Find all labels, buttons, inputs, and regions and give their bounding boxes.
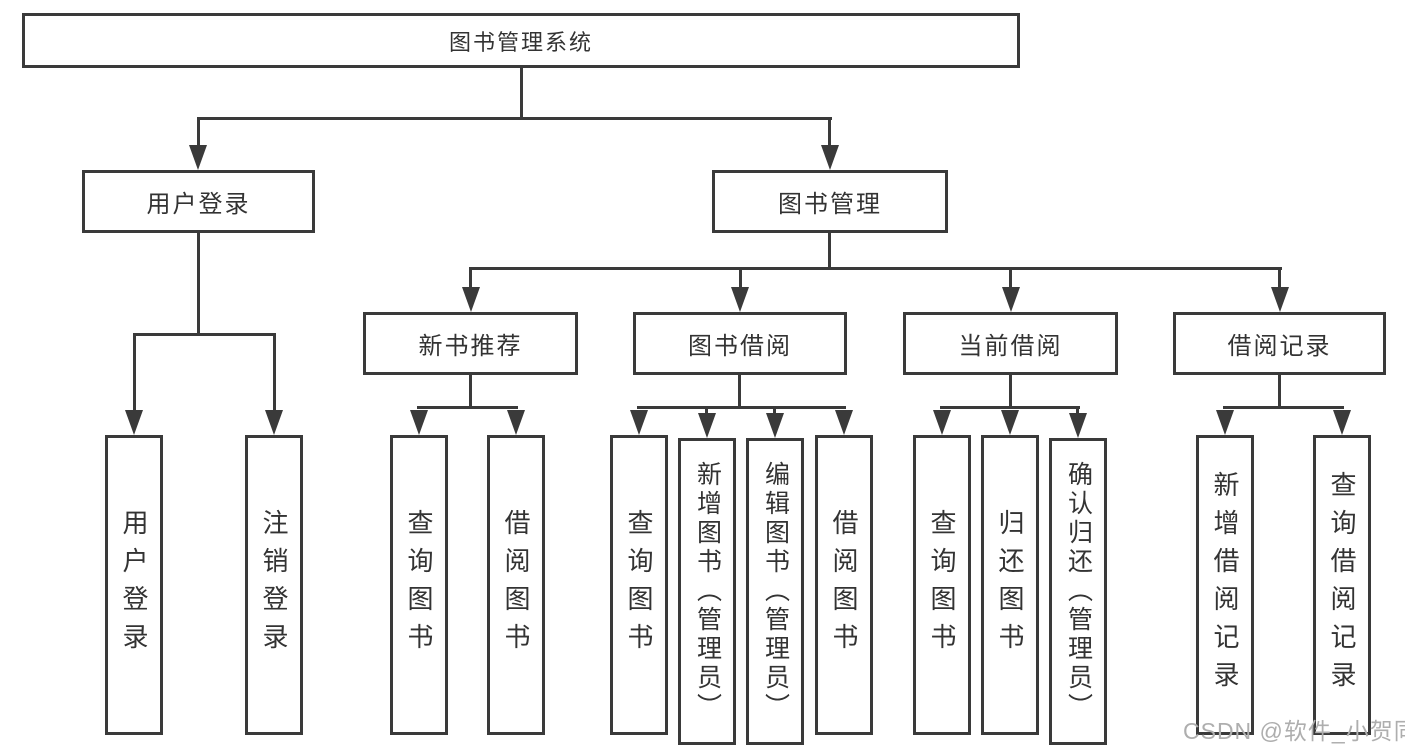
- node-label: 用户登录: [119, 509, 149, 661]
- connector-line: [828, 117, 831, 147]
- connector-line: [940, 406, 1080, 409]
- node-label: 新增借阅记录: [1210, 471, 1240, 699]
- connector-line: [1076, 406, 1079, 416]
- node-label: 借阅图书: [501, 509, 531, 661]
- node-user-login: 用户登录: [82, 170, 315, 233]
- arrow-down-icon: [821, 145, 839, 170]
- leaf-query-borrow-record: 查询借阅记录: [1313, 435, 1371, 735]
- node-label: 图书管理系统: [448, 29, 593, 55]
- connector-line: [469, 267, 1282, 270]
- connector-line: [1278, 373, 1281, 409]
- node-label: 查询图书: [927, 509, 957, 661]
- node-label: 查询图书: [404, 509, 434, 661]
- node-label: 确认归还（管理员）: [1064, 461, 1093, 722]
- connector-line: [828, 231, 831, 270]
- leaf-return-books: 归还图书: [981, 435, 1039, 735]
- node-label: 编辑图书（管理员）: [761, 461, 790, 722]
- node-label: 图书借阅: [688, 333, 792, 360]
- arrow-down-icon: [1333, 410, 1351, 435]
- node-book-management: 图书管理: [712, 170, 948, 233]
- node-label: 当前借阅: [958, 333, 1063, 360]
- arrow-down-icon: [462, 287, 480, 312]
- node-label: 新书推荐: [418, 333, 523, 360]
- leaf-borrow-books-borrowing: 借阅图书: [815, 435, 873, 735]
- connector-line: [197, 117, 200, 147]
- leaf-add-books-admin: 新增图书（管理员）: [678, 438, 736, 745]
- leaf-user-login: 用户登录: [105, 435, 163, 735]
- connector-line: [520, 66, 523, 119]
- connector-line: [739, 267, 742, 290]
- node-borrow-records: 借阅记录: [1173, 312, 1386, 375]
- arrow-down-icon: [698, 413, 716, 438]
- connector-line: [1009, 373, 1012, 409]
- connector-line: [1278, 267, 1281, 290]
- connector-line: [705, 406, 708, 416]
- connector-line: [637, 406, 846, 409]
- connector-line: [773, 406, 776, 416]
- node-label: 图书管理: [778, 191, 882, 218]
- node-label: 注销登录: [259, 509, 289, 661]
- arrow-down-icon: [630, 410, 648, 435]
- connector-line: [469, 373, 472, 409]
- connector-line: [1009, 267, 1012, 290]
- leaf-query-books-borrowing: 查询图书: [610, 435, 668, 735]
- connector-line: [133, 333, 136, 412]
- leaf-add-borrow-record: 新增借阅记录: [1196, 435, 1254, 735]
- arrow-down-icon: [265, 410, 283, 435]
- node-label: 查询图书: [624, 509, 654, 661]
- arrow-down-icon: [1271, 287, 1289, 312]
- arrow-down-icon: [189, 145, 207, 170]
- leaf-query-books-current: 查询图书: [913, 435, 971, 735]
- connector-line: [469, 267, 472, 290]
- node-current-borrowing: 当前借阅: [903, 312, 1118, 375]
- connector-line: [1223, 406, 1344, 409]
- arrow-down-icon: [1069, 413, 1087, 438]
- leaf-confirm-return-admin: 确认归还（管理员）: [1049, 438, 1107, 745]
- leaf-edit-books-admin: 编辑图书（管理员）: [746, 438, 804, 745]
- arrow-down-icon: [933, 410, 951, 435]
- arrow-down-icon: [766, 413, 784, 438]
- node-label: 借阅图书: [829, 509, 859, 661]
- node-label: 借阅记录: [1227, 333, 1332, 360]
- connector-line: [197, 231, 200, 336]
- arrow-down-icon: [1216, 410, 1234, 435]
- connector-line: [197, 117, 832, 120]
- node-label: 归还图书: [995, 509, 1025, 661]
- connector-line: [738, 373, 741, 409]
- arrow-down-icon: [1001, 410, 1019, 435]
- node-label: 用户登录: [146, 191, 251, 218]
- node-label: 新增图书（管理员）: [693, 461, 722, 722]
- node-root-system: 图书管理系统: [22, 13, 1020, 68]
- arrow-down-icon: [1002, 287, 1020, 312]
- node-book-borrowing: 图书借阅: [633, 312, 847, 375]
- node-new-book-recommend: 新书推荐: [363, 312, 578, 375]
- arrow-down-icon: [125, 410, 143, 435]
- arrow-down-icon: [731, 287, 749, 312]
- connector-line: [133, 333, 276, 336]
- arrow-down-icon: [507, 410, 525, 435]
- arrow-down-icon: [410, 410, 428, 435]
- leaf-logout: 注销登录: [245, 435, 303, 735]
- leaf-query-books-recommend: 查询图书: [390, 435, 448, 735]
- connector-line: [417, 406, 518, 409]
- node-label: 查询借阅记录: [1327, 471, 1357, 699]
- watermark: CSDN @软件_小贺同学: [1183, 718, 1405, 744]
- leaf-borrow-books-recommend: 借阅图书: [487, 435, 545, 735]
- arrow-down-icon: [835, 410, 853, 435]
- connector-line: [273, 333, 276, 412]
